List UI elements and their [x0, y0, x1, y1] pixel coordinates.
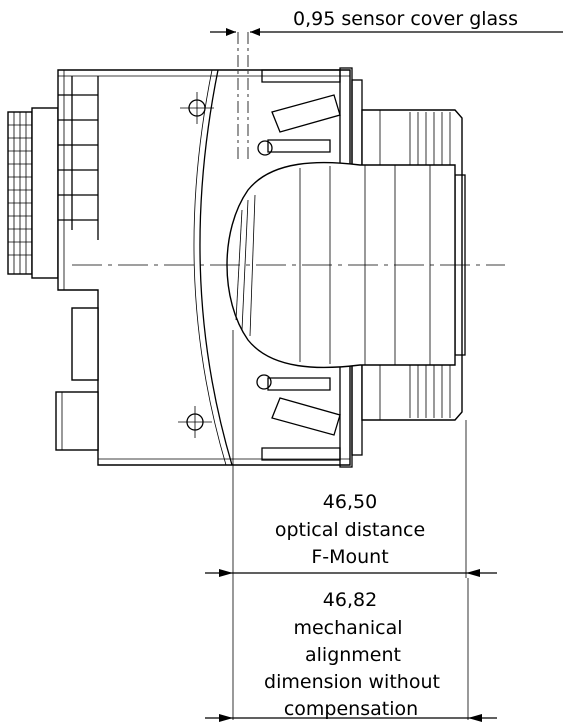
mechanical-alignment-line2: alignment	[305, 644, 401, 666]
mechanical-alignment-line3: dimension without	[264, 671, 440, 693]
camera-housing	[55, 67, 363, 468]
optical-distance-label: optical distance	[275, 519, 425, 541]
mechanical-alignment-line4: compensation	[284, 698, 418, 720]
screw-top	[180, 92, 214, 124]
optical-distance-mount: F-Mount	[311, 546, 388, 568]
cover-glass-dimension: 0,95 sensor cover glass	[210, 8, 563, 160]
rear-connector	[7, 107, 59, 279]
optical-distance-value: 46,50	[323, 491, 377, 513]
mechanical-alignment-value: 46,82	[323, 589, 377, 611]
mechanical-alignment-line1: mechanical	[293, 617, 402, 639]
optical-distance-dimension: 46,50 optical distance F-Mount	[205, 491, 497, 577]
mechanical-alignment-dimension: 46,82 mechanical alignment dimension wit…	[205, 589, 497, 722]
cover-glass-label: 0,95 sensor cover glass	[293, 8, 518, 30]
screw-bottom	[178, 406, 212, 438]
